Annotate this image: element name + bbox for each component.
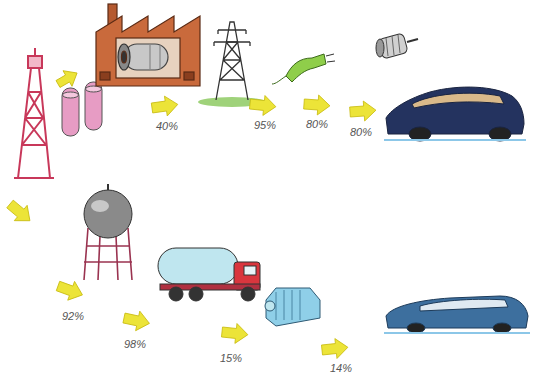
flow-arrows-part bbox=[349, 100, 376, 122]
combustion-car-part bbox=[384, 332, 530, 334]
tanker-truck-part bbox=[244, 266, 256, 275]
power-plant-part bbox=[116, 38, 180, 78]
combustion-car-part bbox=[493, 323, 511, 333]
power-plant-part bbox=[100, 72, 110, 80]
spherical-tank-part bbox=[84, 190, 132, 238]
efficiency-percent: 80% bbox=[306, 118, 328, 131]
combustion-engine-part bbox=[266, 288, 320, 326]
power-pylon-part bbox=[216, 22, 248, 100]
electric-car-part bbox=[409, 127, 431, 141]
electric-motor-part bbox=[407, 39, 418, 42]
flow-arrows-part bbox=[221, 322, 249, 345]
charging-plug-part bbox=[286, 54, 326, 82]
power-plant-part bbox=[118, 44, 130, 70]
oil-derrick-part bbox=[34, 48, 36, 56]
tanker-truck-part bbox=[241, 287, 255, 301]
flow-arrows-part bbox=[122, 308, 152, 333]
combustion-engine-part bbox=[276, 290, 300, 320]
charging-plug-part bbox=[326, 54, 335, 62]
storage-tanks-part bbox=[85, 82, 102, 130]
power-plant-part bbox=[150, 44, 160, 70]
efficiency-percent: 98% bbox=[124, 338, 146, 351]
efficiency-percent: 92% bbox=[62, 310, 84, 323]
charging-plug bbox=[272, 54, 335, 84]
electric-car-part bbox=[489, 127, 511, 141]
combustion-engine-part bbox=[265, 301, 275, 311]
storage-tanks-part bbox=[62, 88, 79, 136]
combustion-car-part bbox=[420, 299, 508, 311]
flow-arrows-part bbox=[303, 94, 330, 116]
efficiency-percent: 14% bbox=[330, 362, 352, 375]
power-plant bbox=[96, 4, 200, 86]
charging-plug-part bbox=[272, 76, 286, 84]
tanker-truck-part bbox=[189, 287, 203, 301]
power-plant-part bbox=[96, 16, 200, 86]
spherical-tank-part bbox=[107, 184, 109, 190]
flow-arrows-part bbox=[4, 196, 37, 228]
oil-derrick-part bbox=[28, 56, 42, 68]
electric-car bbox=[384, 87, 526, 141]
electric-motor-part bbox=[386, 35, 400, 56]
flow-arrows-part bbox=[54, 65, 82, 92]
efficiency-percent: 80% bbox=[350, 126, 372, 139]
efficiency-percent: 15% bbox=[220, 352, 242, 365]
combustion-car-part bbox=[407, 323, 425, 333]
electric-motor bbox=[376, 33, 418, 59]
combustion-car bbox=[384, 296, 530, 333]
tanker-truck-part bbox=[158, 248, 238, 284]
flow-arrows-part bbox=[55, 277, 86, 305]
storage-tanks-part bbox=[63, 92, 79, 98]
tanker-truck-part bbox=[169, 287, 183, 301]
power-pylon-part bbox=[214, 22, 250, 100]
power-plant-part bbox=[184, 72, 194, 80]
tanker-truck bbox=[158, 248, 260, 301]
flow-arrows-part bbox=[151, 94, 180, 117]
power-pylon bbox=[198, 22, 266, 107]
combustion-engine bbox=[265, 288, 320, 326]
storage-tanks-part bbox=[86, 86, 102, 92]
efficiency-percent: 40% bbox=[156, 120, 178, 133]
efficiency-percent: 95% bbox=[254, 119, 276, 132]
electric-car-part bbox=[384, 139, 526, 141]
flow-arrows-part bbox=[249, 94, 277, 117]
flow-arrows bbox=[4, 65, 377, 360]
power-plant-part bbox=[122, 51, 127, 63]
power-pylon-part bbox=[214, 30, 250, 46]
electric-car-part bbox=[412, 93, 504, 108]
electric-motor-part bbox=[376, 39, 384, 57]
storage-tanks bbox=[62, 82, 102, 136]
oil-derrick bbox=[14, 48, 54, 178]
flow-arrows-part bbox=[321, 337, 349, 360]
oil-derrick-part bbox=[14, 68, 54, 178]
spherical-tank-part bbox=[91, 200, 109, 212]
spherical-tank bbox=[84, 184, 132, 280]
